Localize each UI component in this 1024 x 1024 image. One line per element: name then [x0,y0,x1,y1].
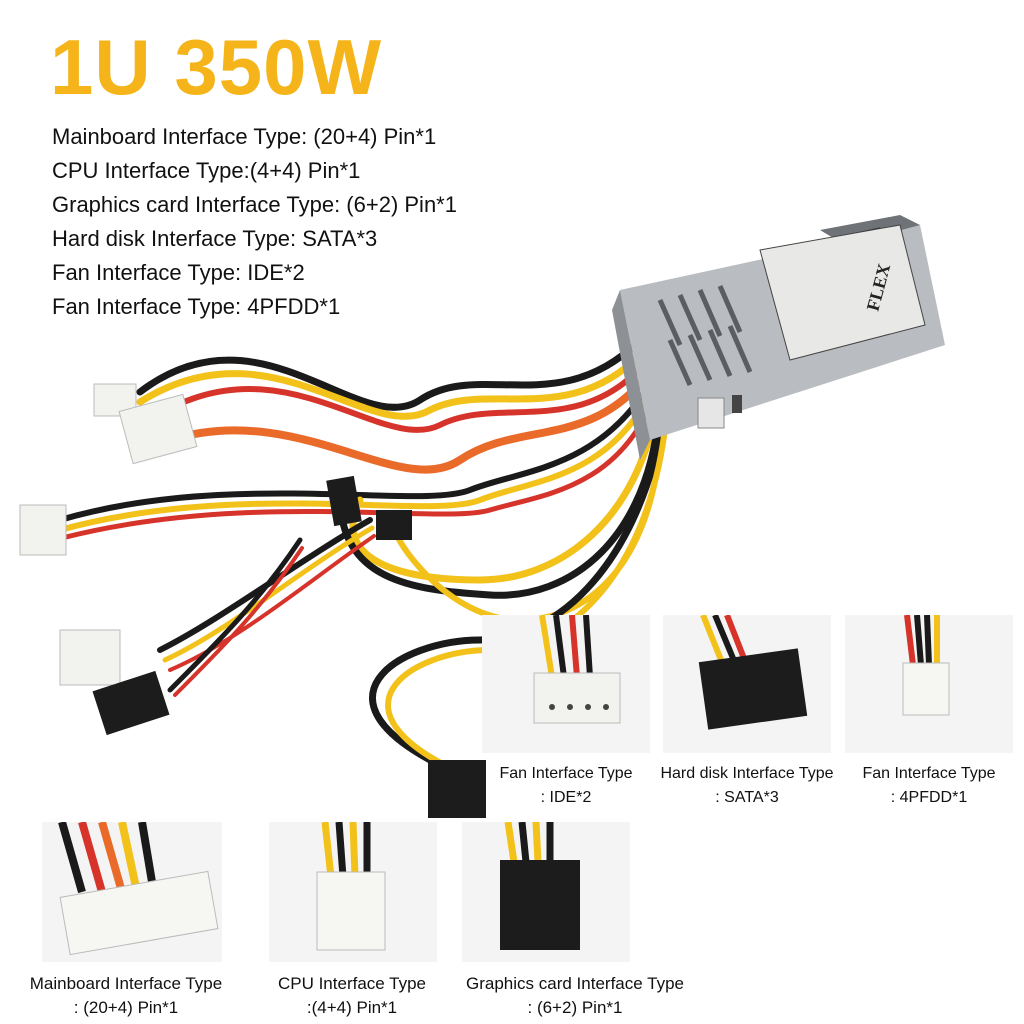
spec-list: Mainboard Interface Type: (20+4) Pin*1 C… [52,120,457,324]
caption-cpu: CPU Interface Type :(4+4) Pin*1 [277,974,427,1017]
caption-mainboard: Mainboard Interface Type : (20+4) Pin*1 [29,974,223,1017]
spec-cpu: CPU Interface Type:(4+4) Pin*1 [52,158,361,183]
caption-sata: Hard disk Interface Type : SATA*3 [660,765,834,806]
product-title: 1U 350W [50,23,383,111]
thumb-mainboard-connector [42,822,222,962]
caption-graphics: Graphics card Interface Type : (6+2) Pin… [466,974,684,1017]
caption-ide: Fan Interface Type : IDE*2 [499,765,633,806]
spec-fan-ide: Fan Interface Type: IDE*2 [52,260,305,285]
spec-hard-disk: Hard disk Interface Type: SATA*3 [52,226,378,251]
spec-graphics: Graphics card Interface Type: (6+2) Pin*… [52,192,457,217]
thumb-4pfdd-connector [845,615,1013,753]
caption-4pfdd: Fan Interface Type : 4PFDD*1 [862,765,996,806]
sata-connectors [92,475,412,736]
psu-body: FLEX [612,215,945,460]
psu-vents [657,285,753,387]
spec-fan-4pfdd: Fan Interface Type: 4PFDD*1 [52,294,341,319]
pcie-connector [428,760,486,818]
thumb-graphics-connector [462,822,630,962]
molex-connectors [19,383,198,686]
thumb-sata-connector [663,615,831,753]
thumb-ide-connector [482,615,650,753]
thumb-cpu-connector [269,822,437,962]
spec-mainboard: Mainboard Interface Type: (20+4) Pin*1 [52,124,437,149]
